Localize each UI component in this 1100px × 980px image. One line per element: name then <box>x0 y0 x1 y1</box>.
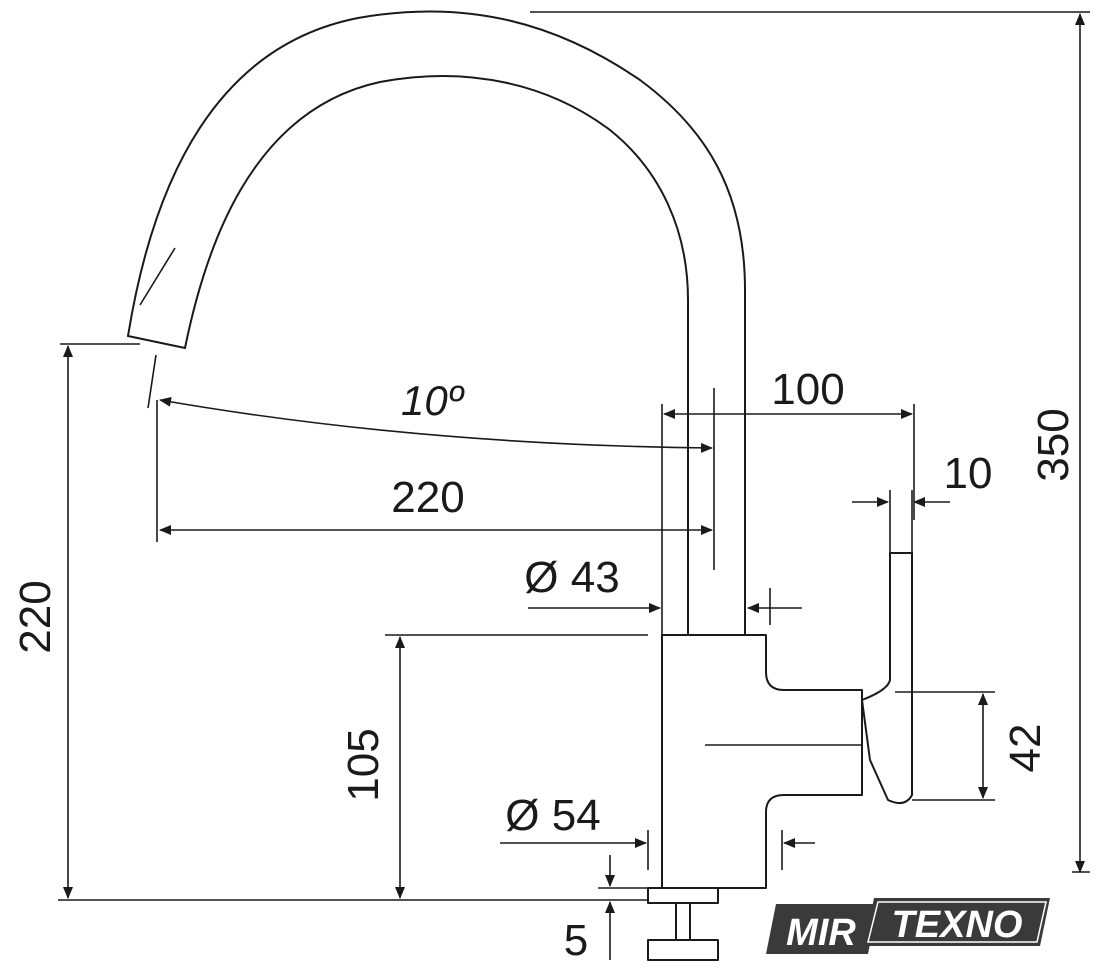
spout-tip <box>127 335 186 349</box>
label-diameter-54: Ø 54 <box>505 791 600 840</box>
ext-angle <box>147 354 157 409</box>
mounting-plate <box>647 887 719 904</box>
label-42: 42 <box>1001 724 1050 773</box>
label-10-degree: 10º <box>401 377 465 424</box>
dimension-labels: 350 220 10º 220 100 10 Ø 43 105 Ø 54 42 … <box>11 365 1078 965</box>
label-105: 105 <box>339 728 388 801</box>
label-10: 10 <box>944 449 993 498</box>
logo-text-mir: MIR <box>786 912 856 954</box>
dimension-lines <box>58 11 1090 960</box>
mounting-rod <box>675 902 691 941</box>
logo-right-box-inner <box>867 901 1047 943</box>
logo-left-box <box>766 904 878 954</box>
logo-text-texno: TEXNO <box>892 904 1023 946</box>
lever-handle <box>861 552 913 805</box>
label-220-horizontal: 220 <box>391 473 464 522</box>
logo-right-box <box>864 898 1050 946</box>
faucet-outline <box>127 10 913 961</box>
spout-inner-curve <box>184 75 689 636</box>
mirtexno-logo: MIR TEXNO <box>766 898 1050 954</box>
label-220-vertical: 220 <box>11 580 60 653</box>
mounting-nut <box>647 939 719 961</box>
dim-angle-arc <box>159 396 713 453</box>
spout-tip-hatch <box>139 247 176 306</box>
label-diameter-43: Ø 43 <box>524 553 619 602</box>
label-100: 100 <box>771 365 844 414</box>
faucet-body <box>661 634 863 889</box>
spout-outer-curve <box>127 10 746 636</box>
label-5: 5 <box>564 916 588 965</box>
label-350: 350 <box>1029 408 1078 481</box>
